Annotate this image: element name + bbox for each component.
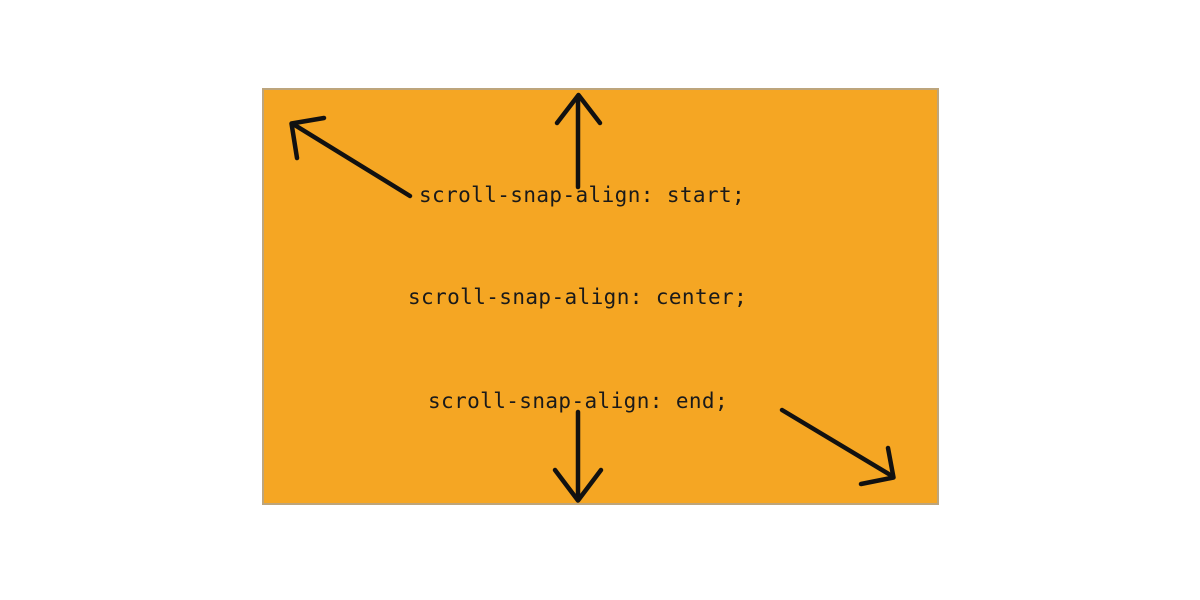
code-label-end: scroll-snap-align: end; bbox=[428, 389, 728, 413]
code-label-start: scroll-snap-align: start; bbox=[419, 183, 746, 207]
code-label-center: scroll-snap-align: center; bbox=[408, 285, 748, 309]
